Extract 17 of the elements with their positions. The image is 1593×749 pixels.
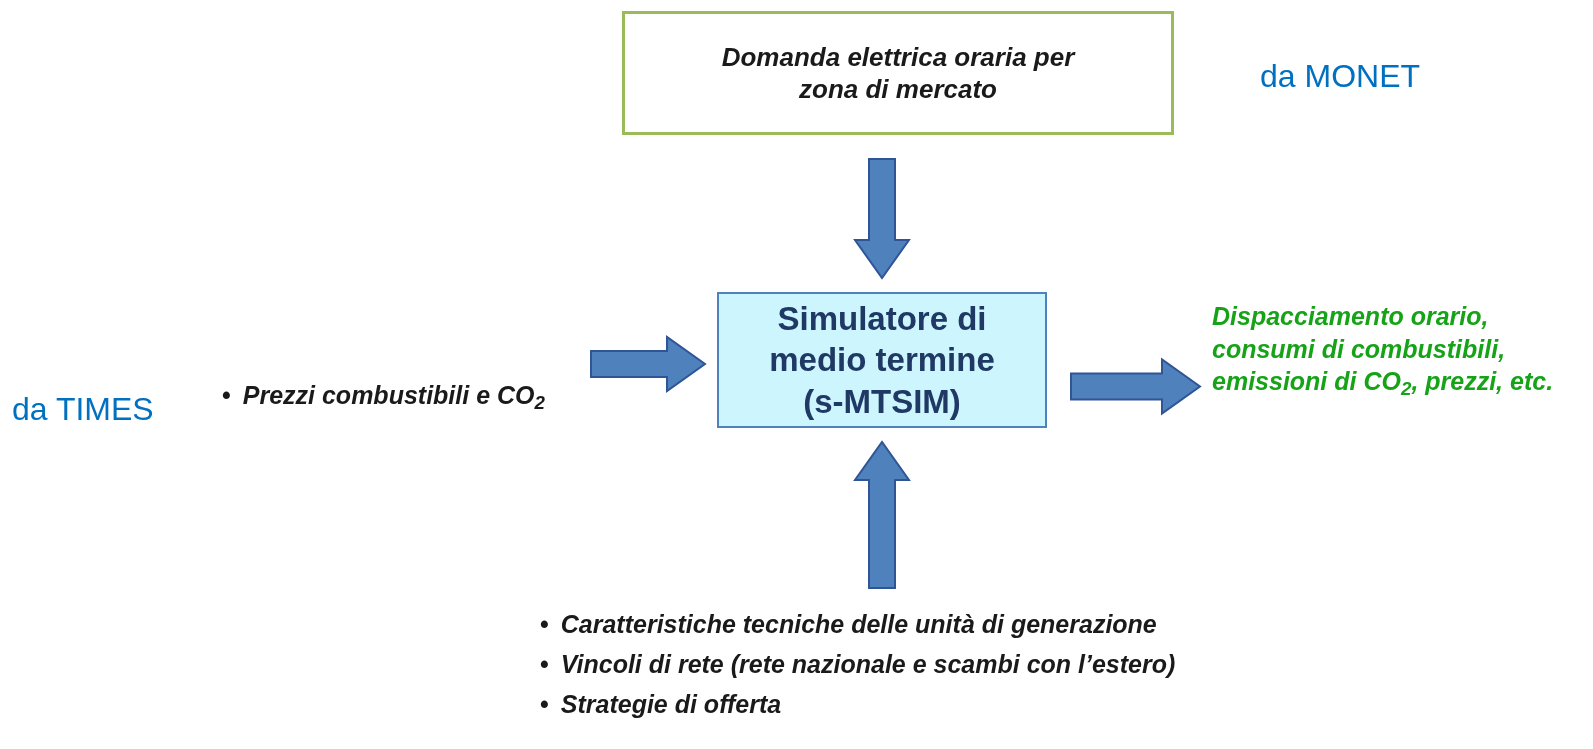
bullet: • <box>540 649 549 680</box>
bullet: • <box>540 609 549 640</box>
block-arrow <box>853 158 911 280</box>
bullet: • <box>540 689 549 720</box>
source-label: da MONET <box>1260 57 1421 96</box>
input-box: Domanda elettrica oraria per zona di mercato <box>622 11 1174 135</box>
block-arrow <box>1070 357 1202 416</box>
simulator-box: Simulatore di medio termine (s-MTSIM) <box>717 292 1047 428</box>
bullet: • <box>222 380 231 411</box>
block-arrow <box>590 335 707 393</box>
input-text: Prezzi combustibili e CO$_{2}$ <box>242 380 545 412</box>
block-arrow <box>853 440 911 589</box>
input-text: Vincoli di rete (rete nazionale e scambi con l’estero) <box>560 649 1176 680</box>
source-label: da TIMES <box>12 390 154 429</box>
output-text: Dispacciamento orario, consumi di combustibili, emissioni di CO$_{2}$, prezzi, etc. <box>1212 300 1582 465</box>
input-text: Strategie di offerta <box>560 689 782 720</box>
input-text: Caratteristiche tecniche delle unità di generazione <box>560 609 1157 640</box>
